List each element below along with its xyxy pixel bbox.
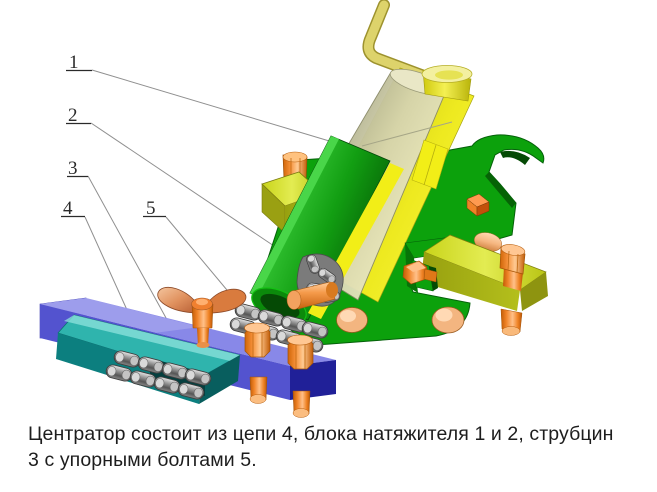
bar-bolt-facet2 (516, 253, 519, 274)
housing-tube-bore (260, 293, 300, 319)
wing-nut-stem (197, 328, 209, 346)
leader-line-3 (87, 175, 172, 328)
bar-bolt-facet (507, 250, 510, 271)
bar-front (421, 252, 520, 311)
bar-wedge-bolt (402, 260, 438, 285)
bolt-a-head-top (244, 322, 270, 334)
callout-5: 5 (146, 198, 156, 219)
cap-top-inner (435, 70, 463, 80)
bracket-edge-shade (485, 172, 516, 208)
wedge-bolt-neck (423, 268, 438, 283)
cube-right (476, 201, 490, 217)
wing-nut-right-blade (205, 288, 247, 314)
idler-roller-end-left (286, 290, 302, 310)
clamp-and-chain (39, 287, 336, 418)
handle-rod (363, 0, 437, 84)
bolt-a-shank-tip (249, 394, 267, 404)
idler-roller-end-right (326, 282, 338, 298)
wing-nut-left-blade (157, 287, 200, 314)
bar-end (520, 272, 548, 311)
bolt-b-shank-tip (292, 408, 310, 418)
callout-numbers: 1 2 3 4 5 (63, 52, 156, 219)
bar-pin-tip (501, 326, 521, 336)
housing-tube-highlight (250, 136, 339, 296)
wing-nut-hub-top-shine (196, 298, 208, 306)
plate-pin-hole-left-shine (340, 310, 356, 322)
wing-nut-stem-base (196, 342, 210, 348)
callout-leader-lines (84, 69, 357, 364)
bracket-hook-slot (500, 150, 530, 165)
caption-line-2: 3 с упорными болтами 5. (28, 449, 257, 471)
strip-right-end (290, 360, 336, 400)
callout-underlines (61, 69, 166, 218)
callout-3: 3 (68, 158, 78, 179)
bolt-b-head-top (287, 334, 313, 346)
left-block-bolt-head-top (282, 151, 308, 163)
leader-line-1 (91, 69, 357, 150)
idler-roller (286, 281, 338, 310)
plate-pin-hole-right-shine (435, 308, 453, 322)
bar-bolt-head-top (500, 244, 526, 256)
callout-1: 1 (69, 52, 79, 73)
callout-4: 4 (63, 198, 73, 219)
bar-bottom-pin (500, 308, 523, 336)
leader-line-2 (90, 122, 278, 249)
figure-caption: Центратор состоит из цепи 4, блока натяж… (28, 421, 638, 473)
clamp-top-bevel (64, 315, 240, 361)
tensioner-assembly (249, 0, 545, 345)
screw-top-cap (421, 65, 473, 102)
plate-boss-cube (466, 193, 490, 217)
wing-nut (157, 287, 247, 348)
stop-bolt-a (244, 322, 271, 404)
callout-2: 2 (68, 105, 78, 126)
strip-top-sheen (40, 298, 200, 333)
wedge-bolt-head-top (406, 262, 426, 272)
clamp-right-face (199, 355, 240, 404)
caption-line-1: Центратор состоит из цепи 4, блока натяж… (28, 423, 614, 445)
guide-tab-split (423, 144, 437, 186)
bar-top-bolt (499, 244, 526, 291)
right-clamp-bar (402, 232, 548, 336)
piston-guide-tabs (411, 139, 449, 190)
stop-bolt-b (287, 334, 314, 418)
outer-tube-seam (361, 121, 453, 147)
